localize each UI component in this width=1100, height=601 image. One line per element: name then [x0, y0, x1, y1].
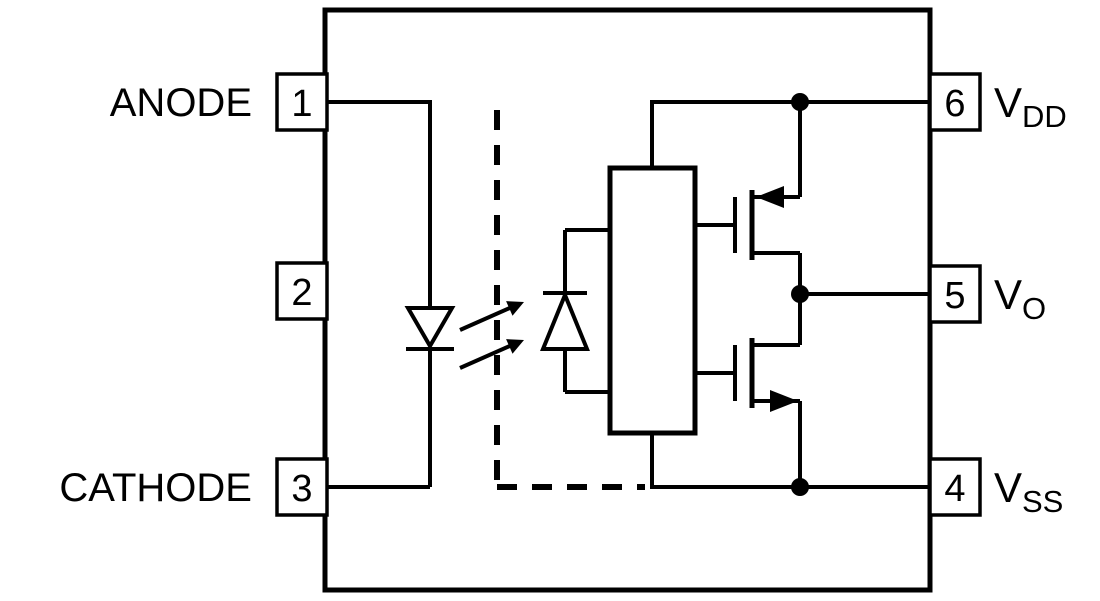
photodiode-icon — [540, 228, 610, 394]
pin-3-box — [275, 457, 329, 517]
driver-block — [607, 165, 698, 436]
svg-text:SS: SS — [1022, 484, 1063, 519]
pin-3-number: 3 — [291, 468, 312, 510]
pin-5-number: 5 — [944, 275, 965, 317]
led-diode-icon — [404, 306, 456, 350]
pin-6-number: 6 — [944, 83, 965, 125]
pmos-transistor-icon — [695, 102, 802, 294]
junction-dot-vss — [791, 478, 809, 496]
svg-text:V: V — [994, 464, 1022, 511]
anode-wire — [327, 100, 432, 308]
svg-text:DD: DD — [1022, 99, 1067, 134]
pin-2-number: 2 — [291, 272, 312, 314]
vdd-rail — [650, 100, 930, 168]
pin-4-number: 4 — [944, 468, 965, 510]
vo-label: V O — [994, 271, 1046, 326]
vss-label: V SS — [994, 464, 1063, 519]
pin-2-box — [275, 261, 329, 321]
pin-4-box — [928, 457, 982, 517]
nmos-transistor-icon — [695, 294, 802, 487]
pin-5-box — [928, 264, 982, 324]
vdd-label: V DD — [994, 79, 1067, 134]
svg-text:V: V — [994, 79, 1022, 126]
pin-1-box — [275, 72, 329, 132]
svg-text:V: V — [994, 271, 1022, 318]
svg-text:O: O — [1022, 291, 1046, 326]
anode-label: ANODE — [110, 81, 252, 125]
light-emission-arrows-icon — [459, 301, 524, 370]
pin-6-box — [928, 72, 982, 132]
vss-rail — [650, 433, 930, 489]
pin-1-number: 1 — [291, 83, 312, 125]
cathode-label: CATHODE — [59, 466, 252, 510]
